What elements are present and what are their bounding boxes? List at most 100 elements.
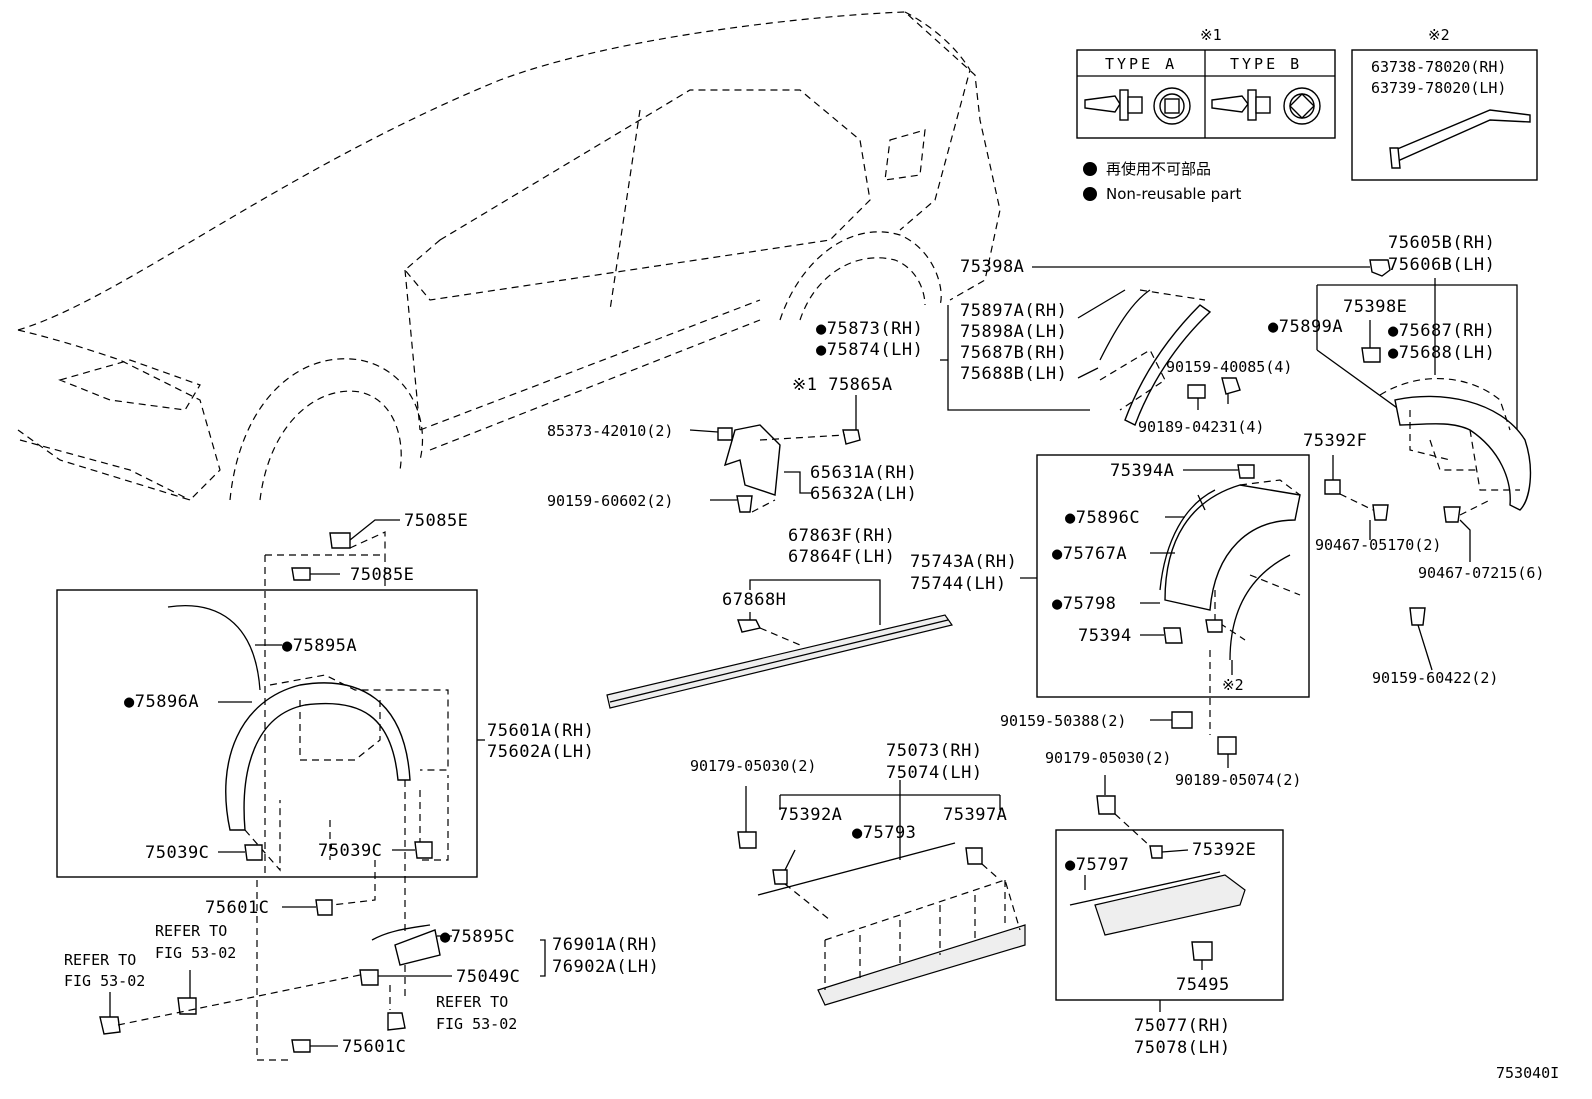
label-90159-50388: 90159-50388(2) <box>1000 712 1126 730</box>
label-90159-60602: 90159-60602(2) <box>547 492 673 510</box>
label-75688: ●75688(LH) <box>1388 343 1495 363</box>
label-67863F: 67863F(RH) <box>788 526 895 546</box>
label-76902A: 76902A(LH) <box>552 957 659 977</box>
clip-icon <box>414 841 433 859</box>
dot-icon <box>1083 162 1097 176</box>
type-b-clip-icon <box>1211 87 1321 125</box>
rear-arch-group <box>1316 278 1532 671</box>
clip-icon <box>244 844 263 861</box>
legend-note1-mark: ※1 <box>1200 26 1222 44</box>
label-75605B: 75605B(RH) <box>1388 233 1495 253</box>
label-75049C: 75049C <box>456 967 520 987</box>
label-76901A: 76901A(RH) <box>552 935 659 955</box>
label-90179-05030-a: 90179-05030(2) <box>690 757 816 775</box>
flare-box-group <box>1020 454 1310 698</box>
moulding-clip-icon <box>1394 109 1531 167</box>
clip-icon <box>291 567 311 581</box>
clip-icon <box>387 1012 406 1031</box>
label-65632A: 65632A(LH) <box>810 484 917 504</box>
clip-icon <box>842 429 861 445</box>
clip-icon <box>1096 795 1116 815</box>
label-75397A: 75397A <box>943 805 1007 825</box>
bracket-group <box>689 395 861 513</box>
clip-icon <box>359 969 379 986</box>
clip-icon <box>772 869 788 885</box>
clip-icon <box>291 1039 311 1053</box>
label-75865A: ※1 75865A <box>792 375 893 395</box>
clip-number-rh: 63738-78020(RH) <box>1371 58 1506 76</box>
label-75039C-b: 75039C <box>318 841 382 861</box>
clip-icon <box>1217 736 1237 755</box>
legend-type-b-label: TYPE B <box>1230 55 1302 73</box>
label-75896A: ●75896A <box>124 692 199 712</box>
label-75601A: 75601A(RH) <box>487 721 594 741</box>
label-75601C-b: 75601C <box>342 1037 406 1057</box>
label-90189-05074: 90189-05074(2) <box>1175 771 1301 789</box>
label-75085E-b: 75085E <box>350 565 414 585</box>
screw-icon <box>1372 504 1389 521</box>
label-75873: ●75873(RH) <box>816 319 923 339</box>
label-90159-40085: 90159-40085(4) <box>1166 358 1292 376</box>
screw-icon <box>99 1016 121 1035</box>
clip-icon <box>1187 384 1206 399</box>
dot-icon <box>1083 187 1097 201</box>
label-75874: ●75874(LH) <box>816 340 923 360</box>
clip-icon <box>1324 479 1341 495</box>
clip-icon <box>737 619 762 633</box>
nonreusable-legend: 再使用不可部品 Non-reusable part <box>1083 160 1241 203</box>
label-85373: 85373-42010(2) <box>547 422 673 440</box>
label-90467-07215: 90467-07215(6) <box>1418 564 1544 582</box>
clip-icon <box>1369 259 1391 277</box>
rocker-moulding <box>817 924 1026 1006</box>
type-a-clip-icon <box>1084 87 1191 125</box>
clip-icon <box>1205 619 1223 633</box>
label-refer-a1: REFER TO <box>155 922 227 940</box>
label-75687: ●75687(RH) <box>1388 321 1495 341</box>
screw-icon <box>736 495 753 513</box>
rocker-rear-group <box>1055 775 1284 1012</box>
label-75077: 75077(RH) <box>1134 1016 1231 1036</box>
clip-icon <box>329 532 351 549</box>
label-75797: ●75797 <box>1065 855 1129 875</box>
label-75394: 75394 <box>1078 626 1132 646</box>
legend-note2-box: ※2 63738-78020(RH) 63739-78020(LH) <box>1351 26 1538 181</box>
clip-icon <box>1221 377 1241 395</box>
label-75606B: 75606B(LH) <box>1388 255 1495 275</box>
clip-icon <box>1361 347 1381 363</box>
label-65631A: 65631A(RH) <box>810 463 917 483</box>
label-75895C: ●75895C <box>440 927 515 947</box>
rocker-center-group <box>737 780 1026 1006</box>
label-75398A: 75398A <box>960 257 1024 277</box>
label-refer-a2: FIG 53-02 <box>155 944 236 962</box>
label-75895A: ●75895A <box>282 636 357 656</box>
label-90159-60422: 90159-60422(2) <box>1372 669 1498 687</box>
rocker-rear-moulding <box>1094 874 1246 936</box>
label-75039C-a: 75039C <box>145 843 209 863</box>
label-75073: 75073(RH) <box>886 741 983 761</box>
label-90467-05170: 90467-05170(2) <box>1315 536 1441 554</box>
clip-icon <box>315 899 333 916</box>
box-lower-clips <box>1150 650 1237 768</box>
label-90179-05030-b: 90179-05030(2) <box>1045 749 1171 767</box>
clip-number-lh: 63739-78020(LH) <box>1371 79 1506 97</box>
side-moulding-group <box>606 579 953 709</box>
label-90189-04231: 90189-04231(4) <box>1138 418 1264 436</box>
clip-icon <box>737 831 757 849</box>
clip-icon <box>717 427 733 441</box>
label-75074: 75074(LH) <box>886 763 983 783</box>
label-75392E: 75392E <box>1192 840 1256 860</box>
label-refer-c2: FIG 53-02 <box>436 1015 517 1033</box>
clip-icon <box>965 847 983 865</box>
label-refer-c1: REFER TO <box>436 993 508 1011</box>
clip-icon <box>1191 941 1213 961</box>
label-75743A: 75743A(RH) <box>910 552 1017 572</box>
label-75078: 75078(LH) <box>1134 1038 1231 1058</box>
upper-front-clips <box>264 519 400 875</box>
label-75394A: 75394A <box>1110 461 1174 481</box>
label-75793: ●75793 <box>852 823 916 843</box>
bracket-part <box>723 424 781 496</box>
lower-front-group <box>99 780 546 1061</box>
label-75602A: 75602A(LH) <box>487 742 594 762</box>
label-note2: ※2 <box>1222 676 1244 694</box>
